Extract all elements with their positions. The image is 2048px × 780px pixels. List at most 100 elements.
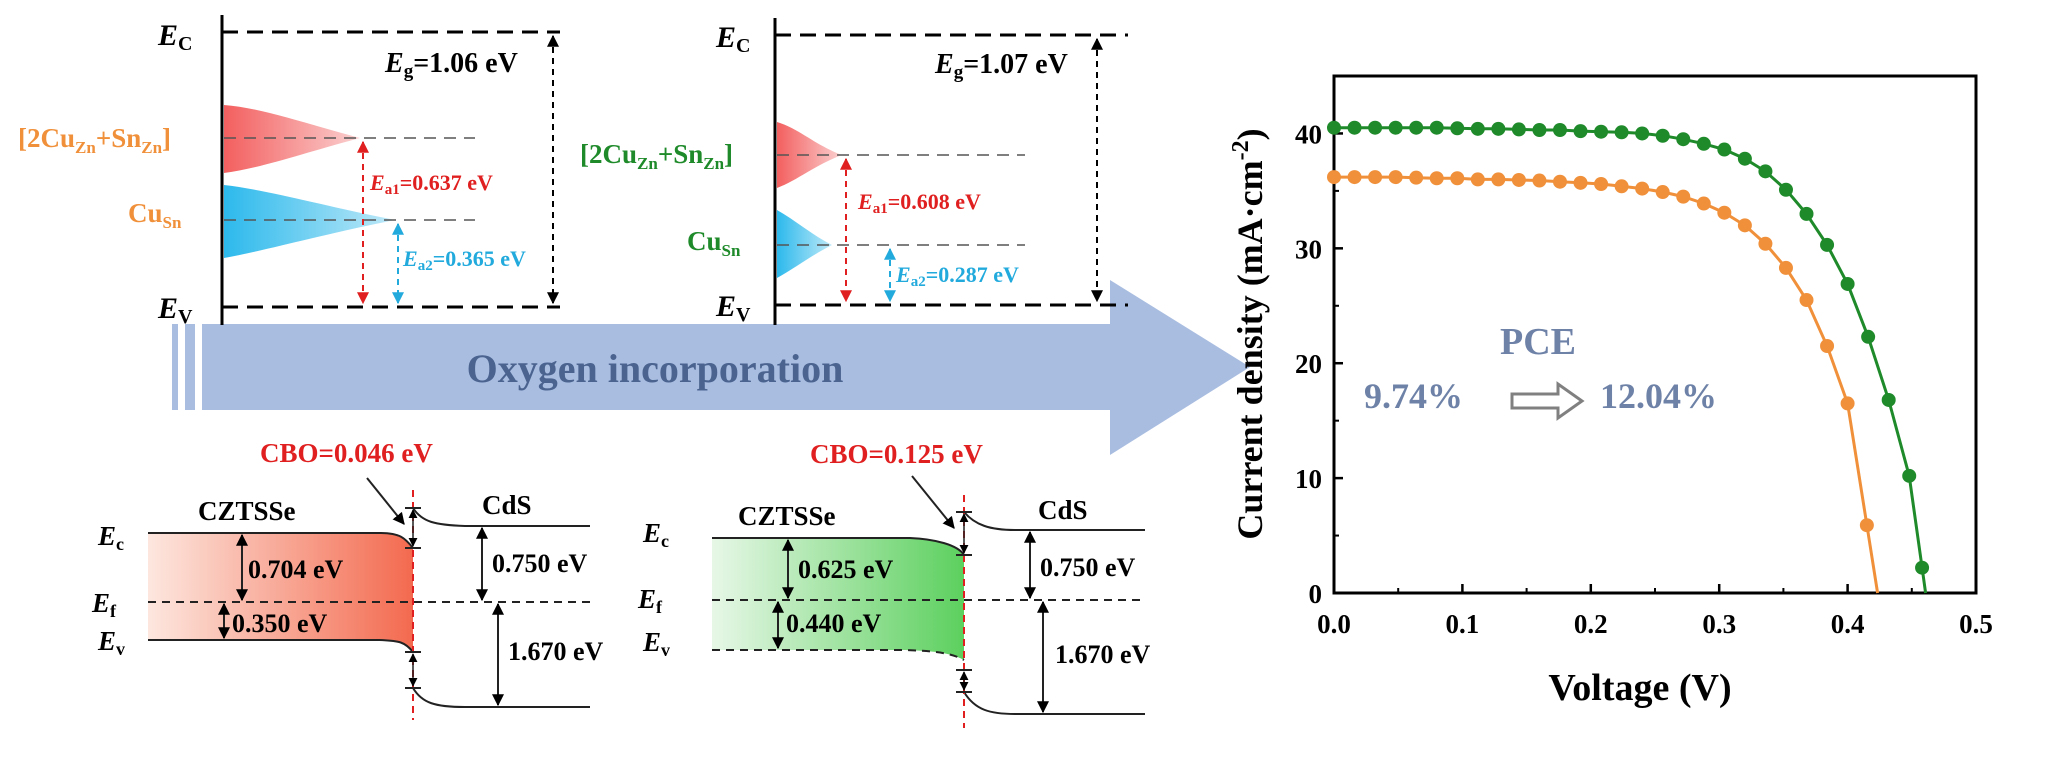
data-point [1491,121,1506,136]
data-point [1573,124,1588,139]
y-tick-label: 40 [1295,119,1322,149]
cbo-label: CBO=0.046 eV [260,438,433,468]
data-point [1696,196,1711,211]
data-point [1594,176,1609,191]
x-tick-label: 0.3 [1702,609,1736,639]
x-tick-label: 0.0 [1317,609,1351,639]
offset-label: 1.670 eV [1055,640,1151,669]
defect-diagram-right: EC EV Eg=1.07 eV [2CuZn+SnZn] CuSn Ea1=0… [580,18,1128,326]
y-tick-label: 30 [1295,234,1322,264]
ec-label: EC [157,19,192,55]
data-point [1388,170,1403,185]
data-point [1429,120,1444,135]
data-point [1758,236,1773,251]
offset-label: 0.704 eV [248,555,344,584]
data-point [1573,175,1588,190]
bandgap-label: Eg=1.07 eV [934,49,1068,83]
series-line [1334,175,1880,594]
defect-peak-cusn [224,185,395,258]
defect-label-2cu: [2CuZn+SnZn] [580,139,733,173]
ev-label: EV [715,290,751,326]
x-tick-label: 0.4 [1831,609,1865,639]
data-point [1840,396,1855,411]
data-point [1614,125,1629,140]
defect-label-cusn: CuSn [128,198,182,232]
band-alignment-left: CBO=0.046 eV CZTSSe CdS Ec Ef Ev 0.704 e… [91,438,604,720]
data-point [1655,185,1670,200]
data-point [1820,338,1835,353]
data-point [1368,170,1383,185]
ev-label: Ev [642,627,670,660]
data-point [1388,120,1403,135]
data-point [1820,237,1835,252]
data-point [1532,173,1547,188]
data-point [1347,170,1362,185]
data-point [1470,121,1485,136]
ec-label: EC [715,21,750,57]
data-point [1778,182,1793,197]
x-tick-label: 0.1 [1446,609,1480,639]
data-point [1799,206,1814,221]
offset-label: 0.625 eV [798,555,894,584]
data-point [1368,120,1383,135]
plot-frame [1332,74,1978,595]
pce-title: PCE [1500,321,1576,363]
cbo-label: CBO=0.125 eV [810,439,983,469]
data-point [1902,468,1917,483]
offset-label: 0.440 eV [786,609,882,638]
data-point [1327,120,1341,135]
ea1-label: Ea1=0.608 eV [857,189,981,217]
data-point [1778,260,1793,275]
data-point [1552,174,1567,189]
ec-label: Ec [642,518,669,551]
data-point [1635,126,1650,141]
defect-label-2cu: [2CuZn+SnZn] [18,123,171,157]
series-line [1334,126,1928,594]
x-axis-label: Voltage (V) [1548,667,1731,709]
y-tick-label: 20 [1295,349,1322,379]
data-point [1676,132,1691,147]
data-point [1409,120,1424,135]
data-point [1717,142,1732,157]
defect-peak-2cu [224,105,360,173]
offset-label: 1.670 eV [508,637,604,666]
data-point [1511,172,1526,187]
y-tick-label: 10 [1295,464,1322,494]
pce-before: 9.74% [1364,376,1463,416]
ev-label: EV [157,292,193,328]
data-point [1737,218,1752,233]
x-tick-label: 0.2 [1574,609,1608,639]
defect-peak-cusn [777,210,832,278]
data-point [1696,136,1711,151]
data-point [1594,124,1609,139]
absorber-label: CZTSSe [738,501,836,531]
defect-peak-2cu [777,122,842,188]
data-point [1717,205,1732,220]
data-point [1450,171,1465,186]
data-point [1532,122,1547,137]
data-point [1859,518,1874,533]
data-point [1840,276,1855,291]
absorber-label: CZTSSe [198,496,296,526]
buffer-label: CdS [1038,495,1088,525]
bandgap-label: Eg=1.06 eV [384,48,518,82]
ea2-label: Ea2=0.365 eV [402,246,526,274]
data-point [1861,329,1876,344]
oxygen-arrow: Oxygen incorporation [172,280,1250,455]
data-point [1881,392,1896,407]
ef-label: Ef [637,584,663,617]
data-point [1470,172,1485,187]
data-point [1799,293,1814,308]
data-point [1614,179,1629,194]
ea2-label: Ea2=0.287 eV [895,262,1019,290]
data-point [1511,122,1526,137]
data-point [1676,189,1691,204]
pce-arrow-icon [1510,381,1585,421]
pce-after: 12.04% [1600,376,1717,416]
data-point [1429,171,1444,186]
data-point [1327,170,1341,185]
offset-label: 0.750 eV [492,549,588,578]
data-point [1758,164,1773,179]
